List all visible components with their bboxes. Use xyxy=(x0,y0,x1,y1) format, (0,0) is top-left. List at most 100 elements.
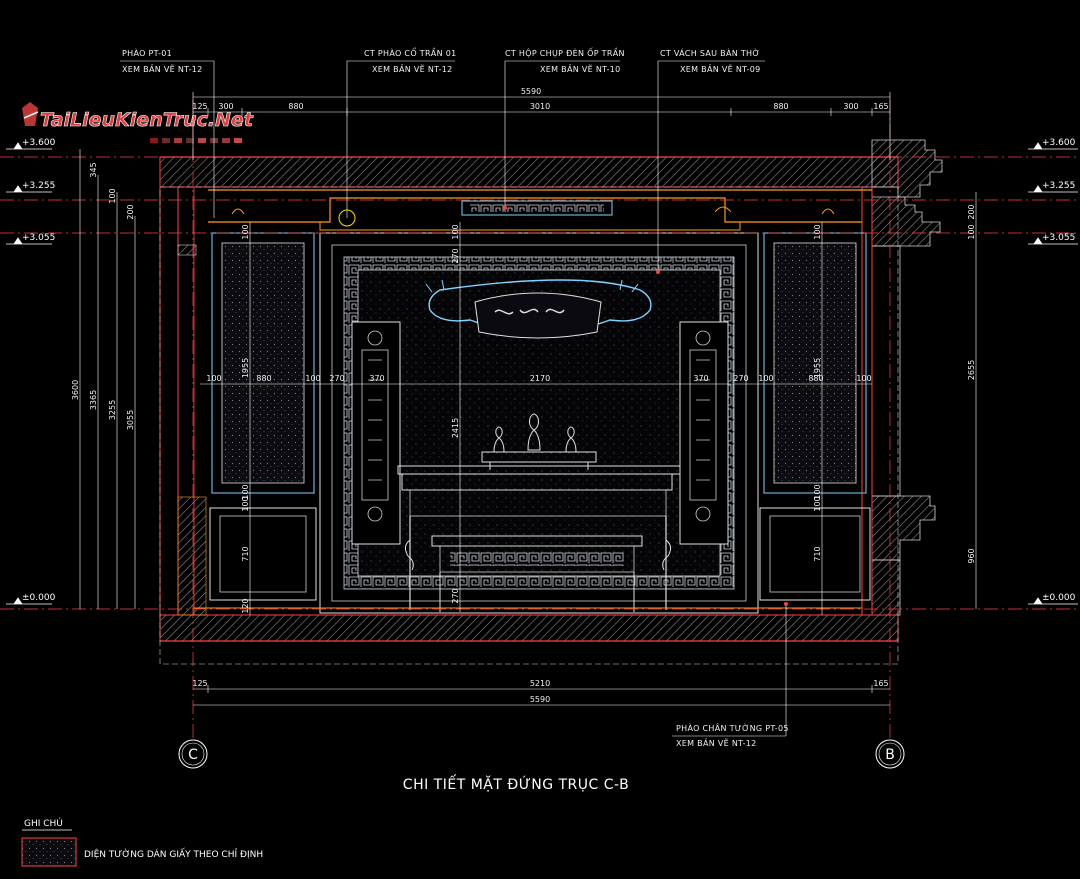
svg-text:710: 710 xyxy=(813,546,822,561)
svg-text:100: 100 xyxy=(967,224,976,239)
dimensions-bottom xyxy=(193,685,890,706)
svg-text:3600: 3600 xyxy=(71,380,80,400)
svg-text:880: 880 xyxy=(288,102,303,111)
svg-text:3365: 3365 xyxy=(89,390,98,410)
svg-text:100: 100 xyxy=(241,484,250,499)
drawing-title: CHI TIẾT MẶT ĐỨNG TRỤC C-B xyxy=(403,774,629,793)
legend-item: DIỆN TƯỜNG DÁN GIẤY THEO CHỈ ĐỊNH xyxy=(84,848,263,860)
callout-note: CT VÁCH SAU BÀN THỜ XEM BẢN VẼ NT-09 xyxy=(656,47,765,274)
altar-table xyxy=(397,465,681,612)
dim-chain-bottom: 125 5210 165 xyxy=(192,679,888,688)
level-marker-left: +3.055 xyxy=(6,233,55,245)
dimensions-left-vertical xyxy=(79,149,136,609)
callout-notes-top: PHÀO PT-01 XEM BẢN VẼ NT-12 CT PHÀO CỔ T… xyxy=(120,46,765,274)
svg-text:100: 100 xyxy=(856,374,871,383)
ceiling-slab xyxy=(159,156,899,188)
svg-text:300: 300 xyxy=(843,102,858,111)
level-marker-left: +3.255 xyxy=(6,181,55,193)
svg-text:100: 100 xyxy=(813,484,822,499)
svg-text:880: 880 xyxy=(808,374,823,383)
outline-dashed xyxy=(159,186,899,665)
svg-text:XEM BẢN VẼ NT-12: XEM BẢN VẼ NT-12 xyxy=(372,63,453,74)
svg-text:2170: 2170 xyxy=(530,374,550,383)
level-marker-right: +3.255 xyxy=(1028,181,1078,193)
svg-text:100: 100 xyxy=(813,496,822,511)
level-marker-left: ±0.000 xyxy=(6,593,56,605)
level-label: ±0.000 xyxy=(22,593,56,603)
svg-text:200: 200 xyxy=(126,204,135,219)
ceiling-light-box xyxy=(461,200,613,216)
grid-bubble-left: C xyxy=(178,739,208,769)
altar-plaque-scroll xyxy=(425,279,652,339)
svg-text:3255: 3255 xyxy=(108,400,117,420)
svg-text:960: 960 xyxy=(967,548,976,563)
svg-text:B: B xyxy=(885,747,895,763)
dimensions-top xyxy=(192,92,891,160)
svg-text:XEM BẢN VẼ NT-12: XEM BẢN VẼ NT-12 xyxy=(122,63,203,74)
dimensions-left-panel: 100 1955 100 100 710 120 xyxy=(241,222,251,615)
levels-left: +3.600 +3.255 +3.055 ±0.000 xyxy=(6,138,56,605)
callout-note-bottom: PHÀO CHÂN TƯỜNG PT-05 XEM BẢN VẼ NT-12 xyxy=(672,602,788,748)
svg-text:5210: 5210 xyxy=(530,679,550,688)
level-marker-left: +3.600 xyxy=(6,138,56,150)
grid-bubble-right: B xyxy=(875,739,905,769)
dimensions-right-vertical: 200 100 2655 960 xyxy=(967,192,977,609)
svg-text:CT HỘP CHỤP ĐÈN ỐP TRẦN: CT HỘP CHỤP ĐÈN ỐP TRẦN xyxy=(505,46,625,58)
svg-text:3010: 3010 xyxy=(530,102,550,111)
callout-note: CT HỘP CHỤP ĐÈN ỐP TRẦN XEM BẢN VẼ NT-10 xyxy=(503,46,625,210)
floor-slab xyxy=(159,614,899,642)
dim-overall-bottom: 5590 xyxy=(530,695,550,704)
callout-note: PHÀO PT-01 XEM BẢN VẼ NT-12 xyxy=(120,47,215,218)
legend-heading: GHI CHÚ xyxy=(24,817,63,829)
svg-text:1955: 1955 xyxy=(241,358,250,378)
left-wall-panel xyxy=(209,232,317,601)
svg-text:3055: 3055 xyxy=(126,410,135,430)
svg-text:125: 125 xyxy=(192,102,207,111)
svg-text:100: 100 xyxy=(108,188,117,203)
svg-text:165: 165 xyxy=(873,679,888,688)
watermark-text: TaiLieuKienTruc.Net xyxy=(40,109,254,131)
level-label: +3.055 xyxy=(22,233,55,243)
level-label: +3.255 xyxy=(22,181,55,191)
right-couplet xyxy=(679,321,729,545)
svg-text:100: 100 xyxy=(206,374,221,383)
svg-text:880: 880 xyxy=(256,374,271,383)
svg-text:C: C xyxy=(188,747,198,763)
left-couplet xyxy=(351,321,401,545)
level-label: +3.055 xyxy=(1042,233,1075,243)
level-marker-right: +3.600 xyxy=(1028,138,1078,150)
svg-text:100: 100 xyxy=(813,224,822,239)
svg-text:1955: 1955 xyxy=(813,358,822,378)
svg-text:XEM BẢN VẼ NT-12: XEM BẢN VẼ NT-12 xyxy=(676,737,757,748)
svg-text:CT PHÀO CỔ TRẦN 01: CT PHÀO CỔ TRẦN 01 xyxy=(364,46,456,58)
legend: GHI CHÚ DIỆN TƯỜNG DÁN GIẤY THEO CHỈ ĐỊN… xyxy=(21,817,263,867)
svg-text:100: 100 xyxy=(305,374,320,383)
svg-text:PHÀO PT-01: PHÀO PT-01 xyxy=(122,47,172,58)
svg-text:2655: 2655 xyxy=(967,360,976,380)
svg-text:2415: 2415 xyxy=(451,418,460,438)
callout-note: CT PHÀO CỔ TRẦN 01 XEM BẢN VẼ NT-12 xyxy=(338,46,456,227)
svg-text:200: 200 xyxy=(967,204,976,219)
dimensions-right-panel: 100 1955 100 100 710 xyxy=(813,222,823,615)
svg-text:100: 100 xyxy=(241,224,250,239)
watermark-logo: TaiLieuKienTruc.Net xyxy=(22,102,254,143)
svg-text:125: 125 xyxy=(192,679,207,688)
watermark-swatches xyxy=(150,138,242,143)
grid-axis-lines xyxy=(0,100,1080,740)
svg-text:270: 270 xyxy=(329,374,344,383)
ceiling-cornice-trim xyxy=(208,189,872,231)
level-label: ±0.000 xyxy=(1042,593,1076,603)
svg-text:100: 100 xyxy=(758,374,773,383)
svg-text:CT VÁCH SAU BÀN THỜ: CT VÁCH SAU BÀN THỜ xyxy=(660,47,760,58)
svg-text:120: 120 xyxy=(241,598,250,613)
svg-text:100: 100 xyxy=(241,496,250,511)
svg-text:370: 370 xyxy=(693,374,708,383)
dim-overall-top: 5590 xyxy=(521,87,541,96)
svg-text:270: 270 xyxy=(451,588,460,603)
svg-text:710: 710 xyxy=(241,546,250,561)
dimensions-horizontal-mid: 100 880 100 270 370 2170 370 270 100 880… xyxy=(200,374,872,385)
ceiling-cornice-profile xyxy=(871,139,943,616)
dim-chain-top: 125 300 880 3010 880 300 165 xyxy=(192,102,888,111)
legend-swatch xyxy=(21,837,77,867)
